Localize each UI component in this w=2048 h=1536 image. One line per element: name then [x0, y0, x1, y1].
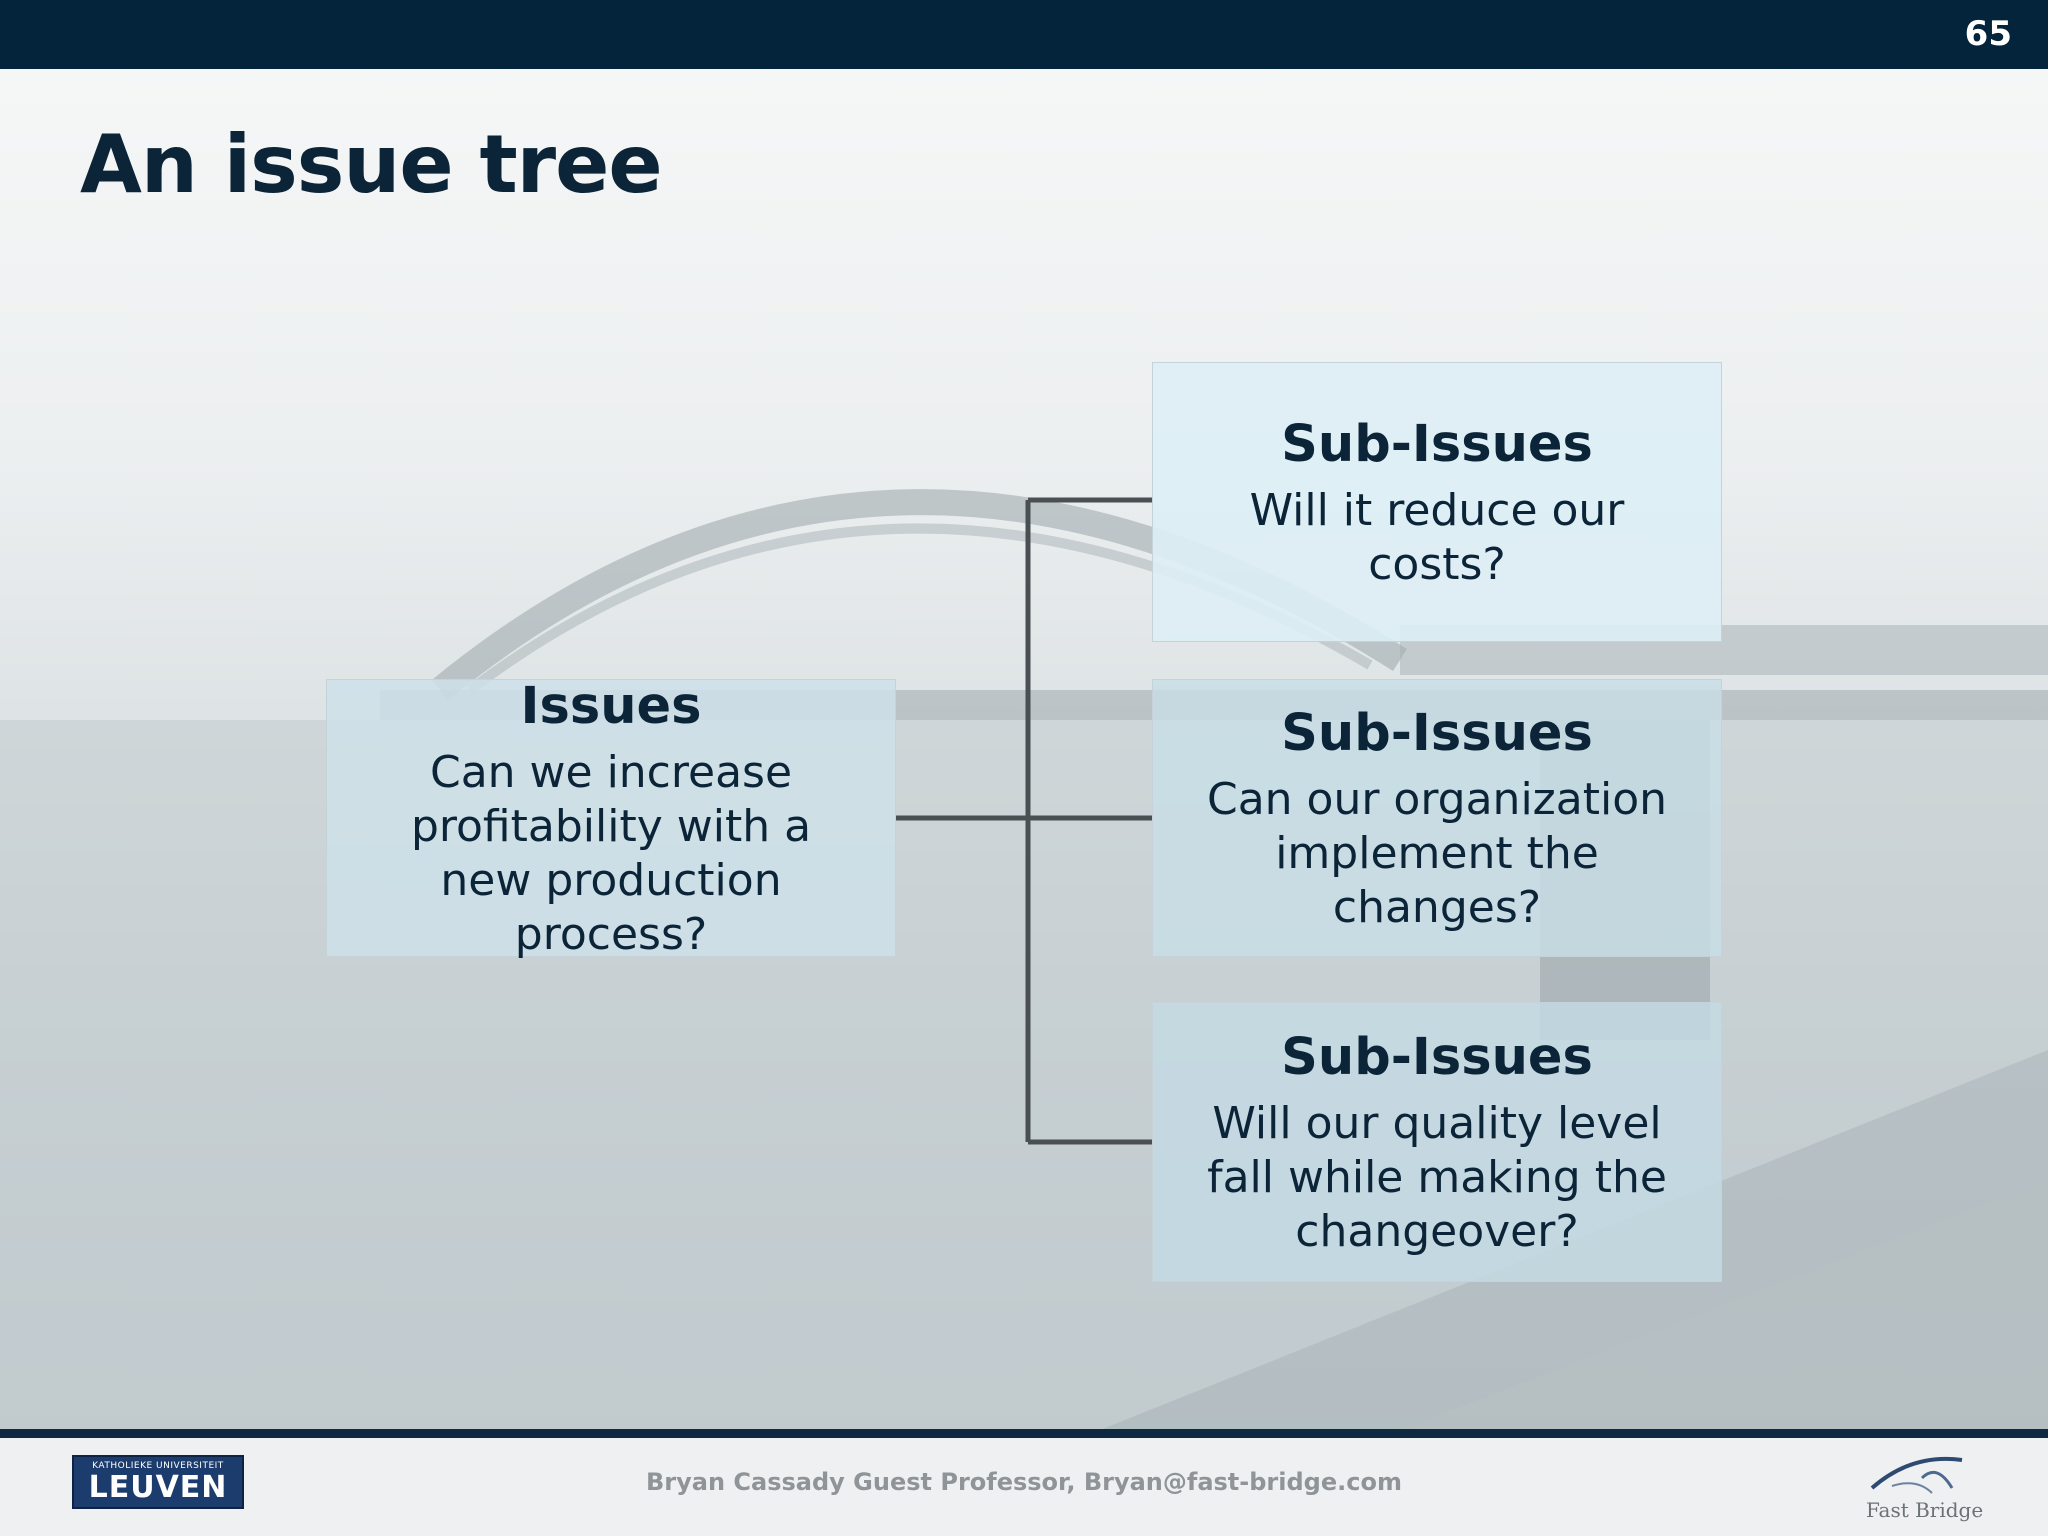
issue-heading: Issues — [520, 677, 702, 736]
footer-credit: Bryan Cassady Guest Professor, Bryan@fas… — [646, 1468, 1402, 1496]
sub-issue-text-2: Can our organization implement the chang… — [1206, 774, 1668, 933]
sub-issue-heading-2: Sub-Issues — [1281, 704, 1593, 763]
sub-issue-heading-1: Sub-Issues — [1281, 415, 1593, 474]
sub-issue-heading-3: Sub-Issues — [1281, 1028, 1593, 1087]
page-number: 65 — [1964, 14, 2012, 54]
issue-text: Can we increase profitability with a new… — [410, 747, 812, 960]
issue-box: Issues Can we increase profitability wit… — [326, 677, 896, 960]
footer-rule — [0, 1429, 2048, 1438]
sub-issue-text-1: Will it reduce our costs? — [1249, 485, 1625, 590]
sub-issue-box-1: Sub-Issues Will it reduce our costs? — [1152, 362, 1722, 642]
sub-issue-box-3: Sub-Issues Will our quality level fall w… — [1152, 1002, 1722, 1282]
slide-title: An issue tree — [80, 118, 663, 211]
sub-issue-text-3: Will our quality level fall while making… — [1207, 1098, 1667, 1257]
footer-bar — [0, 1438, 2048, 1536]
leuven-logo-small-text: KATHOLIEKE UNIVERSITEIT — [92, 1461, 224, 1471]
leuven-logo-big-text: LEUVEN — [88, 1470, 228, 1505]
fast-bridge-logo-icon — [1870, 1456, 1963, 1494]
fast-bridge-logo-text: Fast Bridge — [1866, 1498, 1984, 1522]
leuven-logo: KATHOLIEKE UNIVERSITEIT LEUVEN — [72, 1455, 244, 1509]
top-bar: 65 — [0, 0, 2048, 69]
sub-issue-box-2: Sub-Issues Can our organization implemen… — [1152, 679, 1722, 957]
